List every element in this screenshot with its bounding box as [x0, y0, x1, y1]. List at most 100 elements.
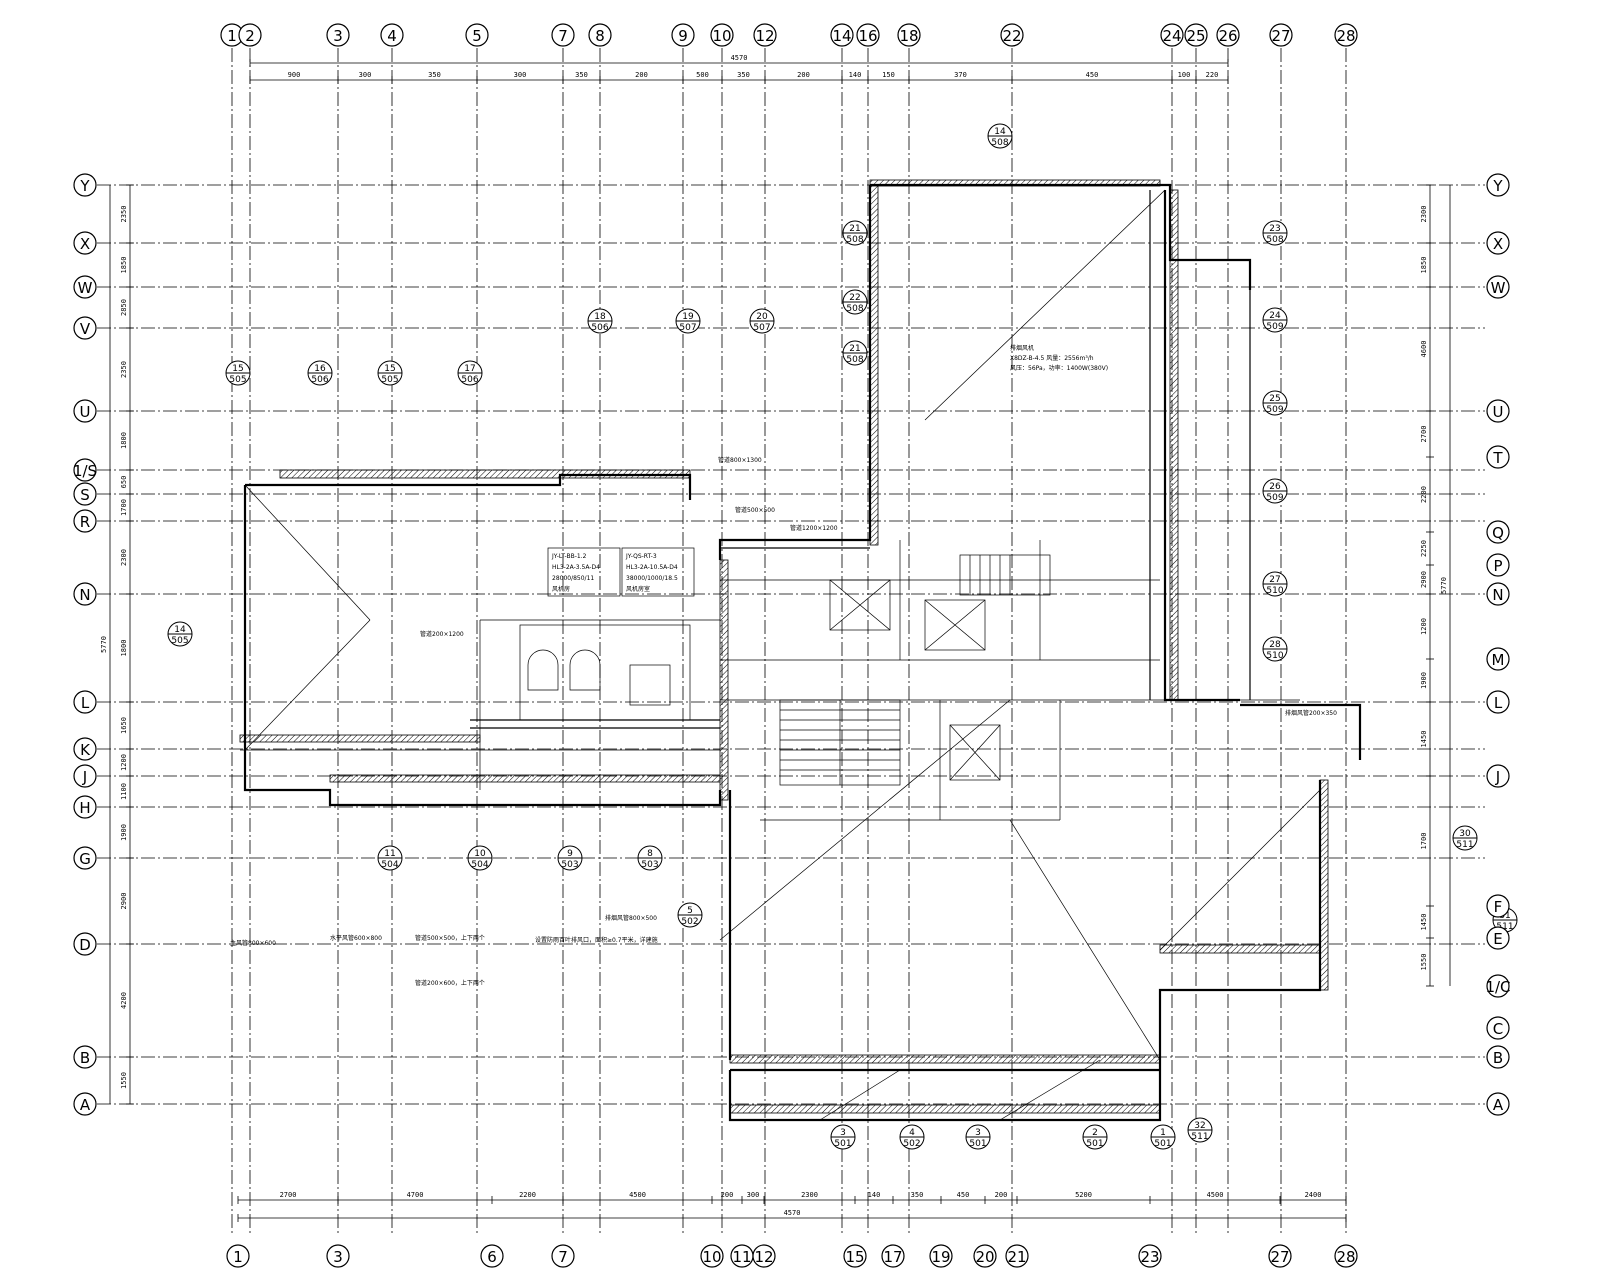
svg-text:28000/850/11: 28000/850/11 [552, 575, 594, 582]
axis-bubble-top-3: 3 [326, 23, 350, 47]
axis-bubble-right-M: M [1486, 647, 1510, 671]
duct-note: 排烟风管800×500 [605, 914, 657, 922]
axis-bubble-right-L: L [1486, 690, 1510, 714]
svg-text:F: F [1494, 898, 1503, 916]
axis-bubble-top-7: 7 [551, 23, 575, 47]
detail-number: 10 [474, 849, 486, 859]
detail-number: 14 [994, 127, 1006, 137]
axis-bubble-left-S: S [73, 482, 97, 506]
axis-bubble-top-16: 16 [856, 23, 880, 47]
detail-sheet: 504 [381, 860, 398, 870]
svg-text:B: B [80, 1049, 90, 1067]
dimension-value: 4700 [407, 1191, 424, 1199]
svg-text:16: 16 [858, 27, 877, 45]
dimension-value: 1900 [1420, 672, 1428, 689]
dimension-value: 4500 [1207, 1191, 1224, 1199]
svg-text:N: N [1492, 586, 1503, 604]
dimension-value: 1550 [1420, 954, 1428, 971]
detail-sheet: 508 [846, 355, 863, 365]
svg-text:8: 8 [595, 27, 605, 45]
detail-number: 11 [384, 849, 395, 859]
detail-number: 20 [756, 312, 768, 322]
axis-bubble-top-27: 27 [1269, 23, 1293, 47]
axis-bubble-left-G: G [73, 846, 97, 870]
svg-text:11: 11 [732, 1248, 751, 1266]
svg-text:J: J [1495, 768, 1500, 786]
detail-number: 23 [1269, 224, 1280, 234]
svg-text:17: 17 [883, 1248, 902, 1266]
dimension-value: 100 [1178, 71, 1191, 79]
detail-callouts: 1450821508225082150823508245092550926509… [167, 123, 1518, 1150]
axis-bubble-left-D: D [73, 932, 97, 956]
axis-bubble-right-B: B [1486, 1045, 1510, 1069]
detail-sheet: 505 [229, 375, 246, 385]
svg-text:D: D [79, 936, 91, 954]
svg-text:26: 26 [1218, 27, 1237, 45]
detail-sheet: 501 [1086, 1139, 1103, 1149]
axis-bubble-left-R: R [73, 509, 97, 533]
dimension-total: 5770 [1440, 577, 1448, 594]
building-outline [239, 179, 1362, 1122]
dimension-value: 350 [911, 1191, 924, 1199]
axis-bubble-bottom-3: 3 [326, 1244, 350, 1268]
svg-text:H: H [79, 799, 90, 817]
dimension-value: 450 [957, 1191, 970, 1199]
axis-bubble-right-A: A [1486, 1092, 1510, 1116]
dimension-value: 2300 [120, 549, 128, 566]
dimension-value: 1850 [120, 257, 128, 274]
detail-number: 18 [594, 312, 606, 322]
svg-text:L: L [1494, 694, 1503, 712]
svg-text:R: R [80, 513, 90, 531]
svg-text:C: C [1493, 1020, 1503, 1038]
axis-bubble-bottom-23: 23 [1138, 1244, 1162, 1268]
detail-sheet: 507 [679, 323, 696, 333]
axis-bubble-left-H: H [73, 795, 97, 819]
svg-text:X: X [80, 235, 90, 253]
axis-bubble-bottom-10: 10 [700, 1244, 724, 1268]
svg-text:N: N [79, 586, 90, 604]
detail-number: 15 [384, 364, 395, 374]
dimension-value: 2200 [519, 1191, 536, 1199]
dimension-value: 2700 [1420, 426, 1428, 443]
svg-text:K: K [80, 741, 91, 759]
detail-number: 27 [1269, 575, 1280, 585]
detail-number: 21 [849, 344, 860, 354]
dimension-value: 2250 [1420, 540, 1428, 557]
dimension-value: 200 [797, 71, 810, 79]
axis-bubble-right-P: P [1486, 553, 1510, 577]
svg-text:6: 6 [487, 1248, 497, 1266]
svg-text:9: 9 [678, 27, 688, 45]
axis-bubble-bottom-6: 6 [480, 1244, 504, 1268]
axis-bubble-bottom-19: 19 [929, 1244, 953, 1268]
svg-text:风压：56Pa，功率：1400W(380V): 风压：56Pa，功率：1400W(380V) [1010, 364, 1108, 372]
detail-sheet: 508 [1266, 235, 1283, 245]
detail-number: 24 [1269, 311, 1281, 321]
svg-text:U: U [1493, 403, 1504, 421]
stair-treads [779, 554, 1051, 786]
svg-text:23: 23 [1140, 1248, 1159, 1266]
detail-sheet: 506 [311, 375, 328, 385]
detail-sheet: 511 [1191, 1132, 1208, 1142]
svg-text:12: 12 [755, 27, 774, 45]
detail-sheet: 510 [1266, 586, 1283, 596]
dimension-value: 5200 [1075, 1191, 1092, 1199]
axis-bubble-top-4: 4 [380, 23, 404, 47]
svg-text:24: 24 [1162, 27, 1181, 45]
detail-number: 5 [687, 906, 693, 916]
axis-bubble-left-A: A [73, 1092, 97, 1116]
detail-sheet: 508 [991, 138, 1008, 148]
dimension-value: 2200 [1420, 486, 1428, 503]
svg-text:HL3-2A-10.5A-D4: HL3-2A-10.5A-D4 [626, 564, 678, 571]
svg-text:38000/1000/18.5: 38000/1000/18.5 [626, 575, 678, 582]
svg-text:S: S [80, 486, 90, 504]
svg-text:12: 12 [754, 1248, 773, 1266]
